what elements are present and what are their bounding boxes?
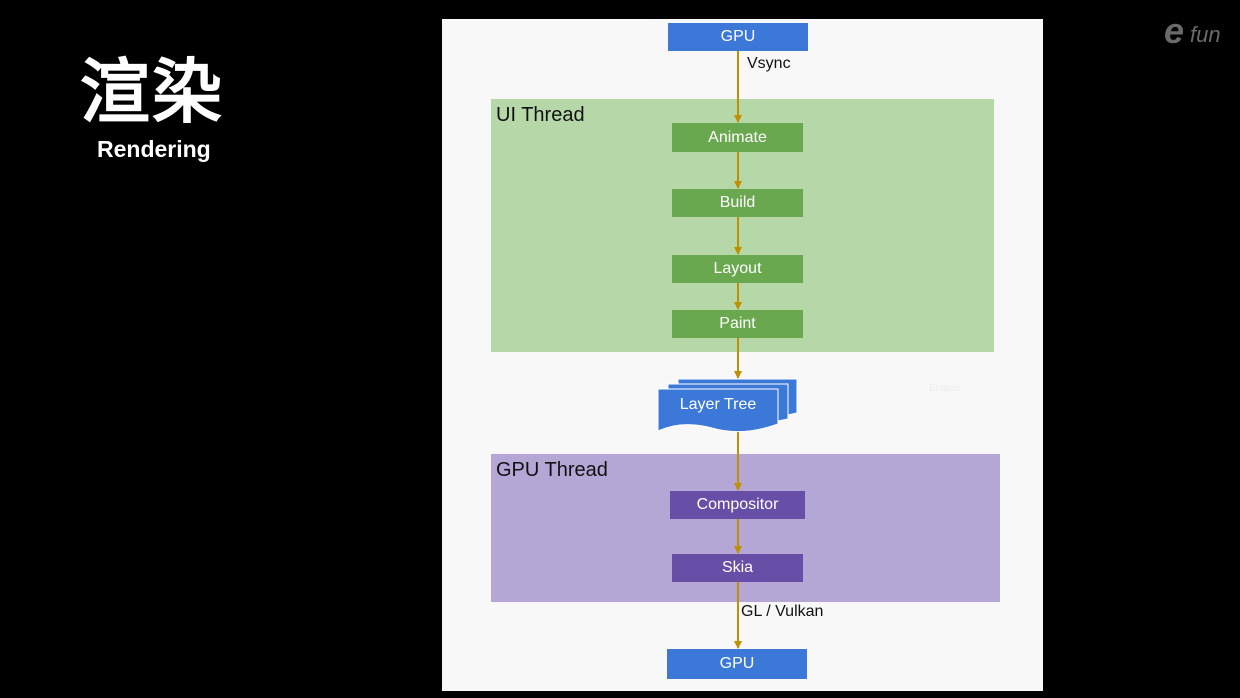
faint-engine-text: Engine bbox=[929, 383, 961, 394]
build-step: Build bbox=[672, 189, 803, 217]
compositor-step: Compositor bbox=[670, 491, 805, 519]
diagram-canvas: UI Thread GPU Thread bbox=[442, 19, 1043, 691]
gpu-top-node: GPU bbox=[668, 23, 808, 51]
layer-tree-label: Layer Tree bbox=[679, 396, 757, 413]
ui-thread-label: UI Thread bbox=[496, 104, 585, 126]
gpu-bottom-node: GPU bbox=[667, 649, 807, 679]
gpu-thread-label: GPU Thread bbox=[496, 459, 608, 481]
diagram-shapes bbox=[657, 51, 798, 649]
logo-text: fun bbox=[1190, 22, 1221, 47]
slide-title-chinese: 渲染 bbox=[80, 51, 224, 133]
paint-step: Paint bbox=[672, 310, 803, 338]
layer-tree-shape bbox=[657, 378, 798, 433]
logo-mark: e bbox=[1164, 10, 1185, 51]
animate-step: Animate bbox=[672, 123, 803, 152]
gl-vulkan-label: GL / Vulkan bbox=[741, 603, 824, 620]
efun-logo: e fun bbox=[1164, 10, 1230, 51]
vsync-label: Vsync bbox=[747, 55, 791, 72]
slide-title-english: Rendering bbox=[97, 136, 211, 162]
skia-step: Skia bbox=[672, 554, 803, 582]
layout-step: Layout bbox=[672, 255, 803, 283]
